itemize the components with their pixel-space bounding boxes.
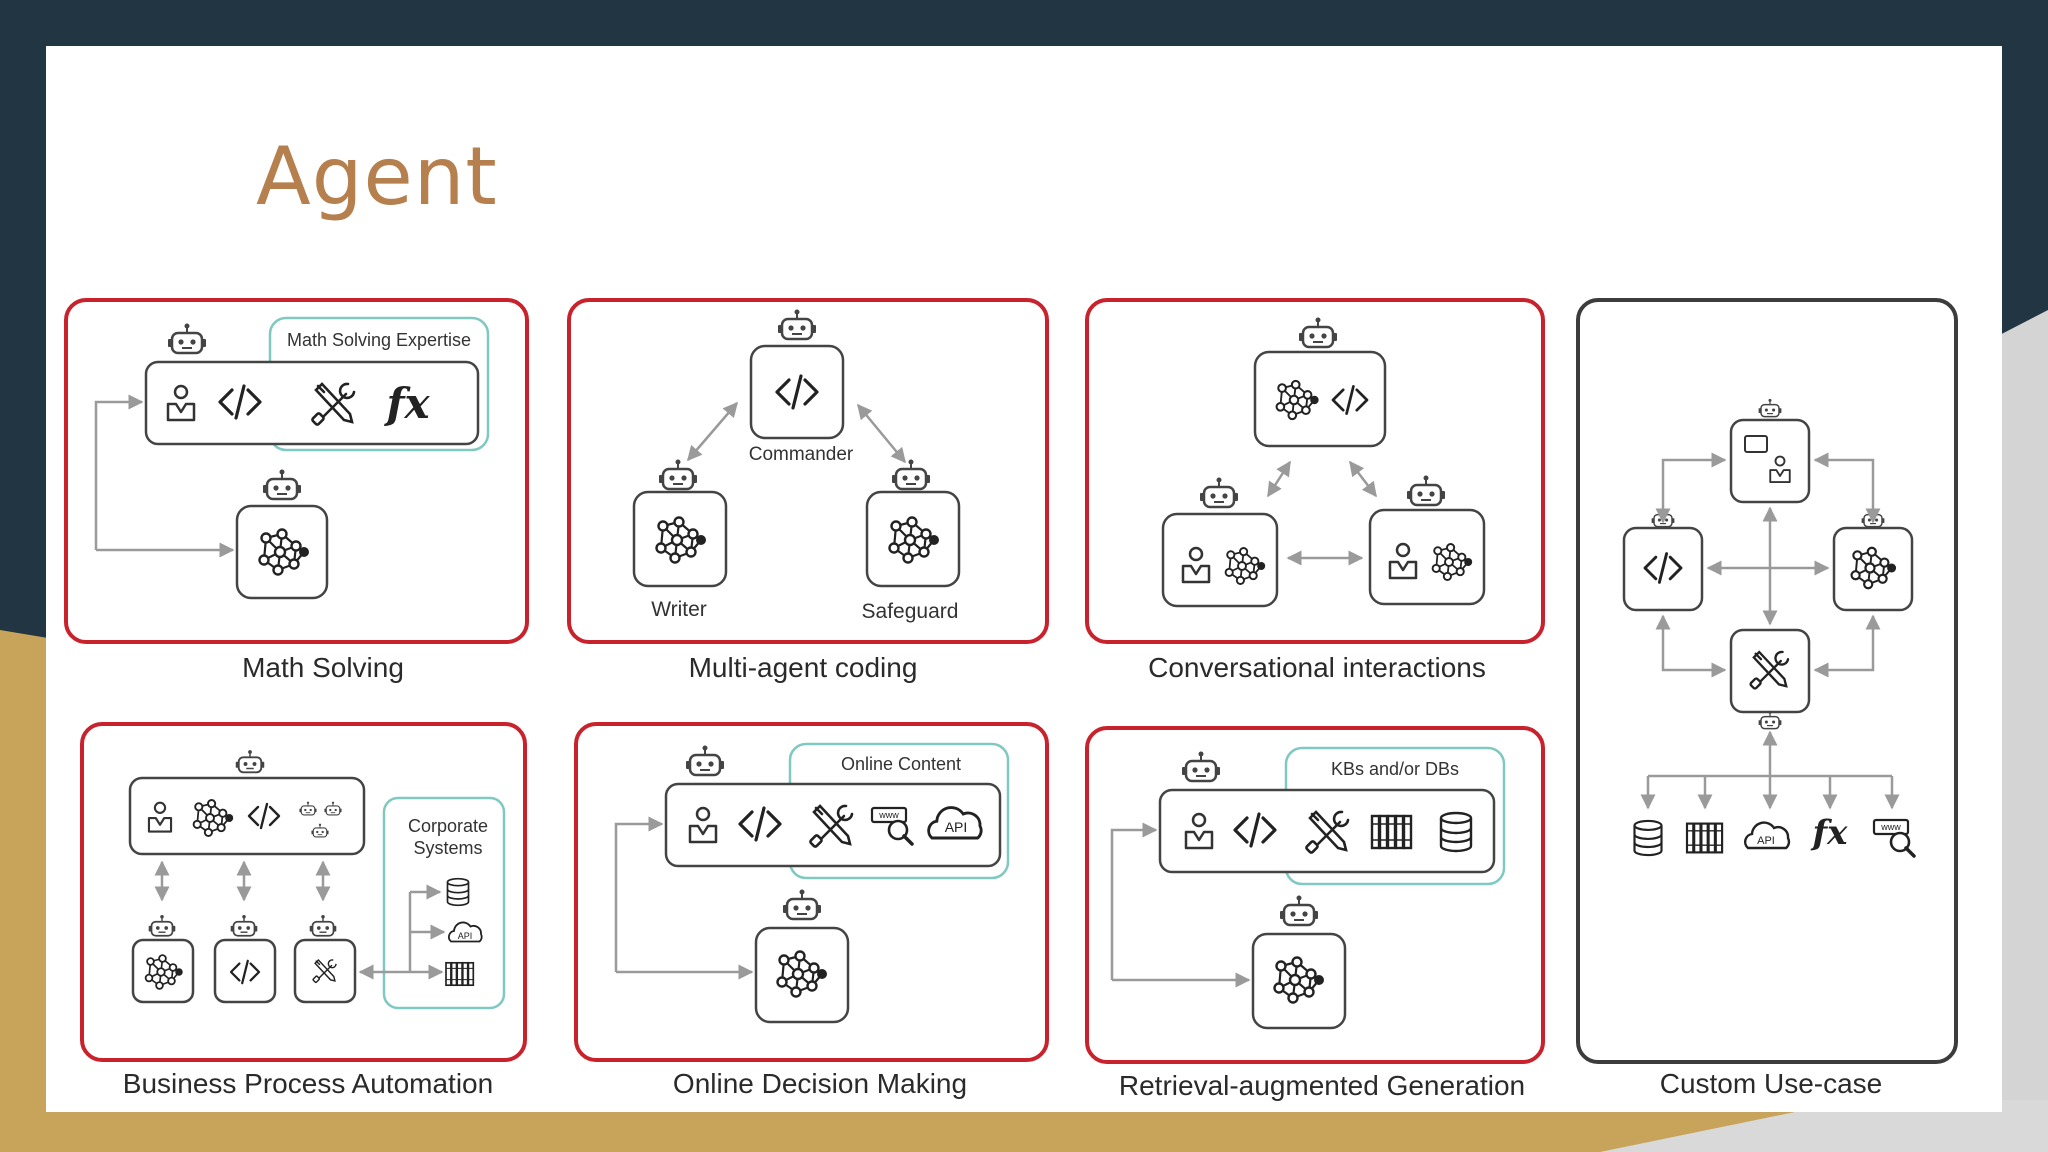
robot-icon: [1757, 710, 1783, 730]
custom-use-case-diagram: API fx www: [1622, 398, 1916, 858]
chat-icon: [1744, 435, 1768, 453]
books-icon: [1370, 814, 1413, 850]
robot-icon: [308, 914, 338, 937]
writer-label: Writer: [651, 598, 707, 621]
math-solving-diagram: Math Solving Expertise fx: [94, 316, 490, 600]
math-solving-caption: Math Solving: [242, 652, 404, 683]
database-icon: [1633, 819, 1663, 857]
robot-icon: [684, 744, 726, 777]
conv-left-agent: [1161, 512, 1279, 608]
math-agent-box: [144, 360, 480, 446]
www-label: www: [878, 810, 899, 820]
robot-icon: [229, 914, 259, 937]
api-label: API: [945, 819, 968, 835]
safeguard-label: Safeguard: [862, 600, 959, 623]
database-icon: [1439, 811, 1473, 853]
books-icon: [445, 961, 475, 987]
slide-title: Agent: [256, 130, 498, 223]
custom-top-agent: [1729, 418, 1811, 504]
robot-icon: [261, 468, 303, 501]
fx-icon: fx: [383, 379, 430, 428]
robot-icon: [1405, 474, 1447, 507]
rag-diagram: KBs and/or DBs: [1110, 746, 1506, 1030]
books-icon: [1685, 822, 1724, 854]
robot-icon: [1180, 750, 1222, 783]
kbs-label: KBs and/or DBs: [1331, 759, 1459, 779]
online-decision-caption: Online Decision Making: [672, 1068, 968, 1099]
robot-icon: [657, 458, 699, 491]
robot-icon: [890, 458, 932, 491]
multi-agent-coding-caption: Multi-agent coding: [688, 652, 918, 683]
online-content-label: Online Content: [841, 754, 961, 774]
conversational-diagram: [1161, 316, 1486, 608]
online-decision-diagram: Online Content www API: [614, 742, 1010, 1024]
www-label: www: [1880, 822, 1901, 832]
conversational-caption: Conversational interactions: [1148, 652, 1486, 683]
corporate-label-line1: Corporate: [408, 816, 488, 836]
api-label: API: [1757, 835, 1775, 847]
robot-icon: [1757, 398, 1783, 418]
robot-icon: [147, 914, 177, 937]
business-process-diagram: Corporate Systems API: [128, 749, 506, 1010]
corporate-label-line2: Systems: [413, 838, 482, 858]
conv-right-agent: [1368, 508, 1486, 606]
commander-label: Commander: [749, 444, 854, 465]
multi-agent-coding-diagram: Commander Writer Safeguard: [632, 308, 961, 623]
robot-icon: [234, 749, 266, 774]
robot-icon: [1198, 476, 1240, 509]
math-expertise-label: Math Solving Expertise: [287, 330, 471, 350]
corporate-systems-box: [382, 796, 506, 1010]
bpa-top-agent: [128, 776, 366, 856]
robot-icon: [1297, 316, 1339, 349]
custom-use-case-caption: Custom Use-case: [1659, 1068, 1883, 1099]
robot-icon: [776, 308, 818, 341]
rag-caption: Retrieval-augmented Generation: [1118, 1070, 1526, 1101]
business-process-caption: Business Process Automation: [122, 1068, 494, 1099]
database-icon: [446, 877, 470, 907]
conv-top-agent: [1253, 350, 1387, 448]
api-label: API: [458, 931, 473, 941]
robot-icon: [1278, 894, 1320, 927]
fx-icon: fx: [1811, 813, 1849, 853]
robot-icon: [166, 322, 208, 355]
robot-icon: [781, 888, 823, 921]
